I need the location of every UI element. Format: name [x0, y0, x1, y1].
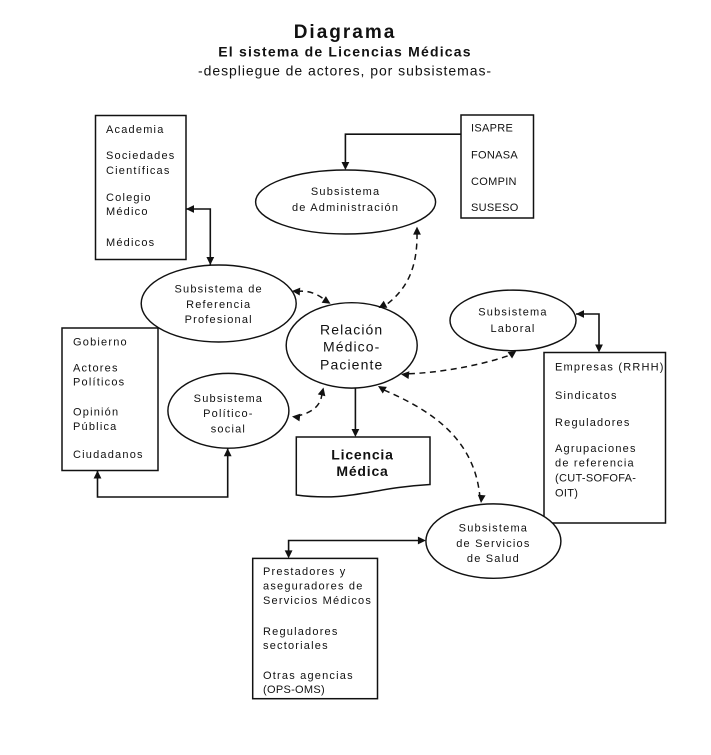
svg-text:Prestadores y: Prestadores y	[263, 566, 346, 578]
svg-text:Academia: Academia	[106, 124, 165, 136]
svg-text:Agrupaciones: Agrupaciones	[555, 443, 637, 455]
svg-text:Reguladores: Reguladores	[263, 626, 339, 638]
svg-text:Médica: Médica	[336, 463, 388, 479]
svg-text:FONASA: FONASA	[471, 150, 518, 162]
svg-text:El sistema de Licencias Médica: El sistema de Licencias Médicas	[218, 44, 472, 60]
svg-text:Político-: Político-	[203, 408, 254, 420]
svg-text:Médico-: Médico-	[323, 339, 381, 355]
svg-text:Gobierno: Gobierno	[73, 336, 128, 348]
svg-text:Pública: Pública	[73, 421, 117, 433]
svg-text:Sociedades: Sociedades	[106, 150, 176, 162]
svg-text:de Servicios: de Servicios	[456, 538, 530, 550]
svg-text:Actores: Actores	[73, 362, 119, 374]
svg-text:-despliegue de actores, por su: -despliegue de actores, por subsistemas-	[198, 63, 492, 79]
svg-text:Opinión: Opinión	[73, 407, 119, 419]
svg-text:sectoriales: sectoriales	[263, 640, 329, 652]
svg-text:OIT): OIT)	[555, 487, 578, 499]
svg-text:Referencia: Referencia	[186, 299, 251, 311]
svg-text:(CUT-SOFOFA-: (CUT-SOFOFA-	[555, 472, 636, 484]
svg-text:Diagrama: Diagrama	[294, 22, 397, 43]
svg-text:Políticos: Políticos	[73, 376, 125, 388]
svg-text:de Administración: de Administración	[292, 202, 399, 214]
svg-text:Licencia: Licencia	[331, 447, 393, 463]
svg-text:de referencia: de referencia	[555, 458, 635, 470]
svg-text:Otras agencias: Otras agencias	[263, 670, 354, 682]
svg-text:de Salud: de Salud	[467, 553, 520, 565]
svg-text:Médicos: Médicos	[106, 237, 155, 249]
svg-text:Científicas: Científicas	[106, 165, 171, 177]
svg-text:Subsistema: Subsistema	[311, 186, 380, 198]
svg-text:Colegio: Colegio	[106, 192, 152, 204]
svg-text:Ciudadanos: Ciudadanos	[73, 449, 144, 461]
svg-text:Médico: Médico	[106, 206, 149, 218]
svg-text:(OPS-OMS): (OPS-OMS)	[263, 684, 325, 696]
svg-text:Laboral: Laboral	[490, 323, 535, 335]
svg-text:Subsistema: Subsistema	[478, 307, 547, 319]
svg-text:SUSESO: SUSESO	[471, 202, 519, 214]
svg-text:Reguladores: Reguladores	[555, 417, 631, 429]
svg-text:Sindicatos: Sindicatos	[555, 390, 618, 402]
svg-text:aseguradores de: aseguradores de	[263, 581, 364, 593]
svg-text:Servicios Médicos: Servicios Médicos	[263, 595, 372, 607]
svg-text:Empresas (RRHH): Empresas (RRHH)	[555, 361, 665, 373]
svg-text:Subsistema: Subsistema	[459, 523, 528, 535]
svg-text:Paciente: Paciente	[320, 357, 383, 373]
svg-text:ISAPRE: ISAPRE	[471, 123, 513, 135]
svg-text:Relación: Relación	[320, 322, 383, 338]
svg-text:Profesional: Profesional	[185, 314, 253, 326]
svg-text:social: social	[211, 424, 246, 436]
svg-text:Subsistema: Subsistema	[194, 393, 263, 405]
svg-text:Subsistema de: Subsistema de	[175, 283, 263, 295]
svg-text:COMPIN: COMPIN	[471, 176, 517, 188]
